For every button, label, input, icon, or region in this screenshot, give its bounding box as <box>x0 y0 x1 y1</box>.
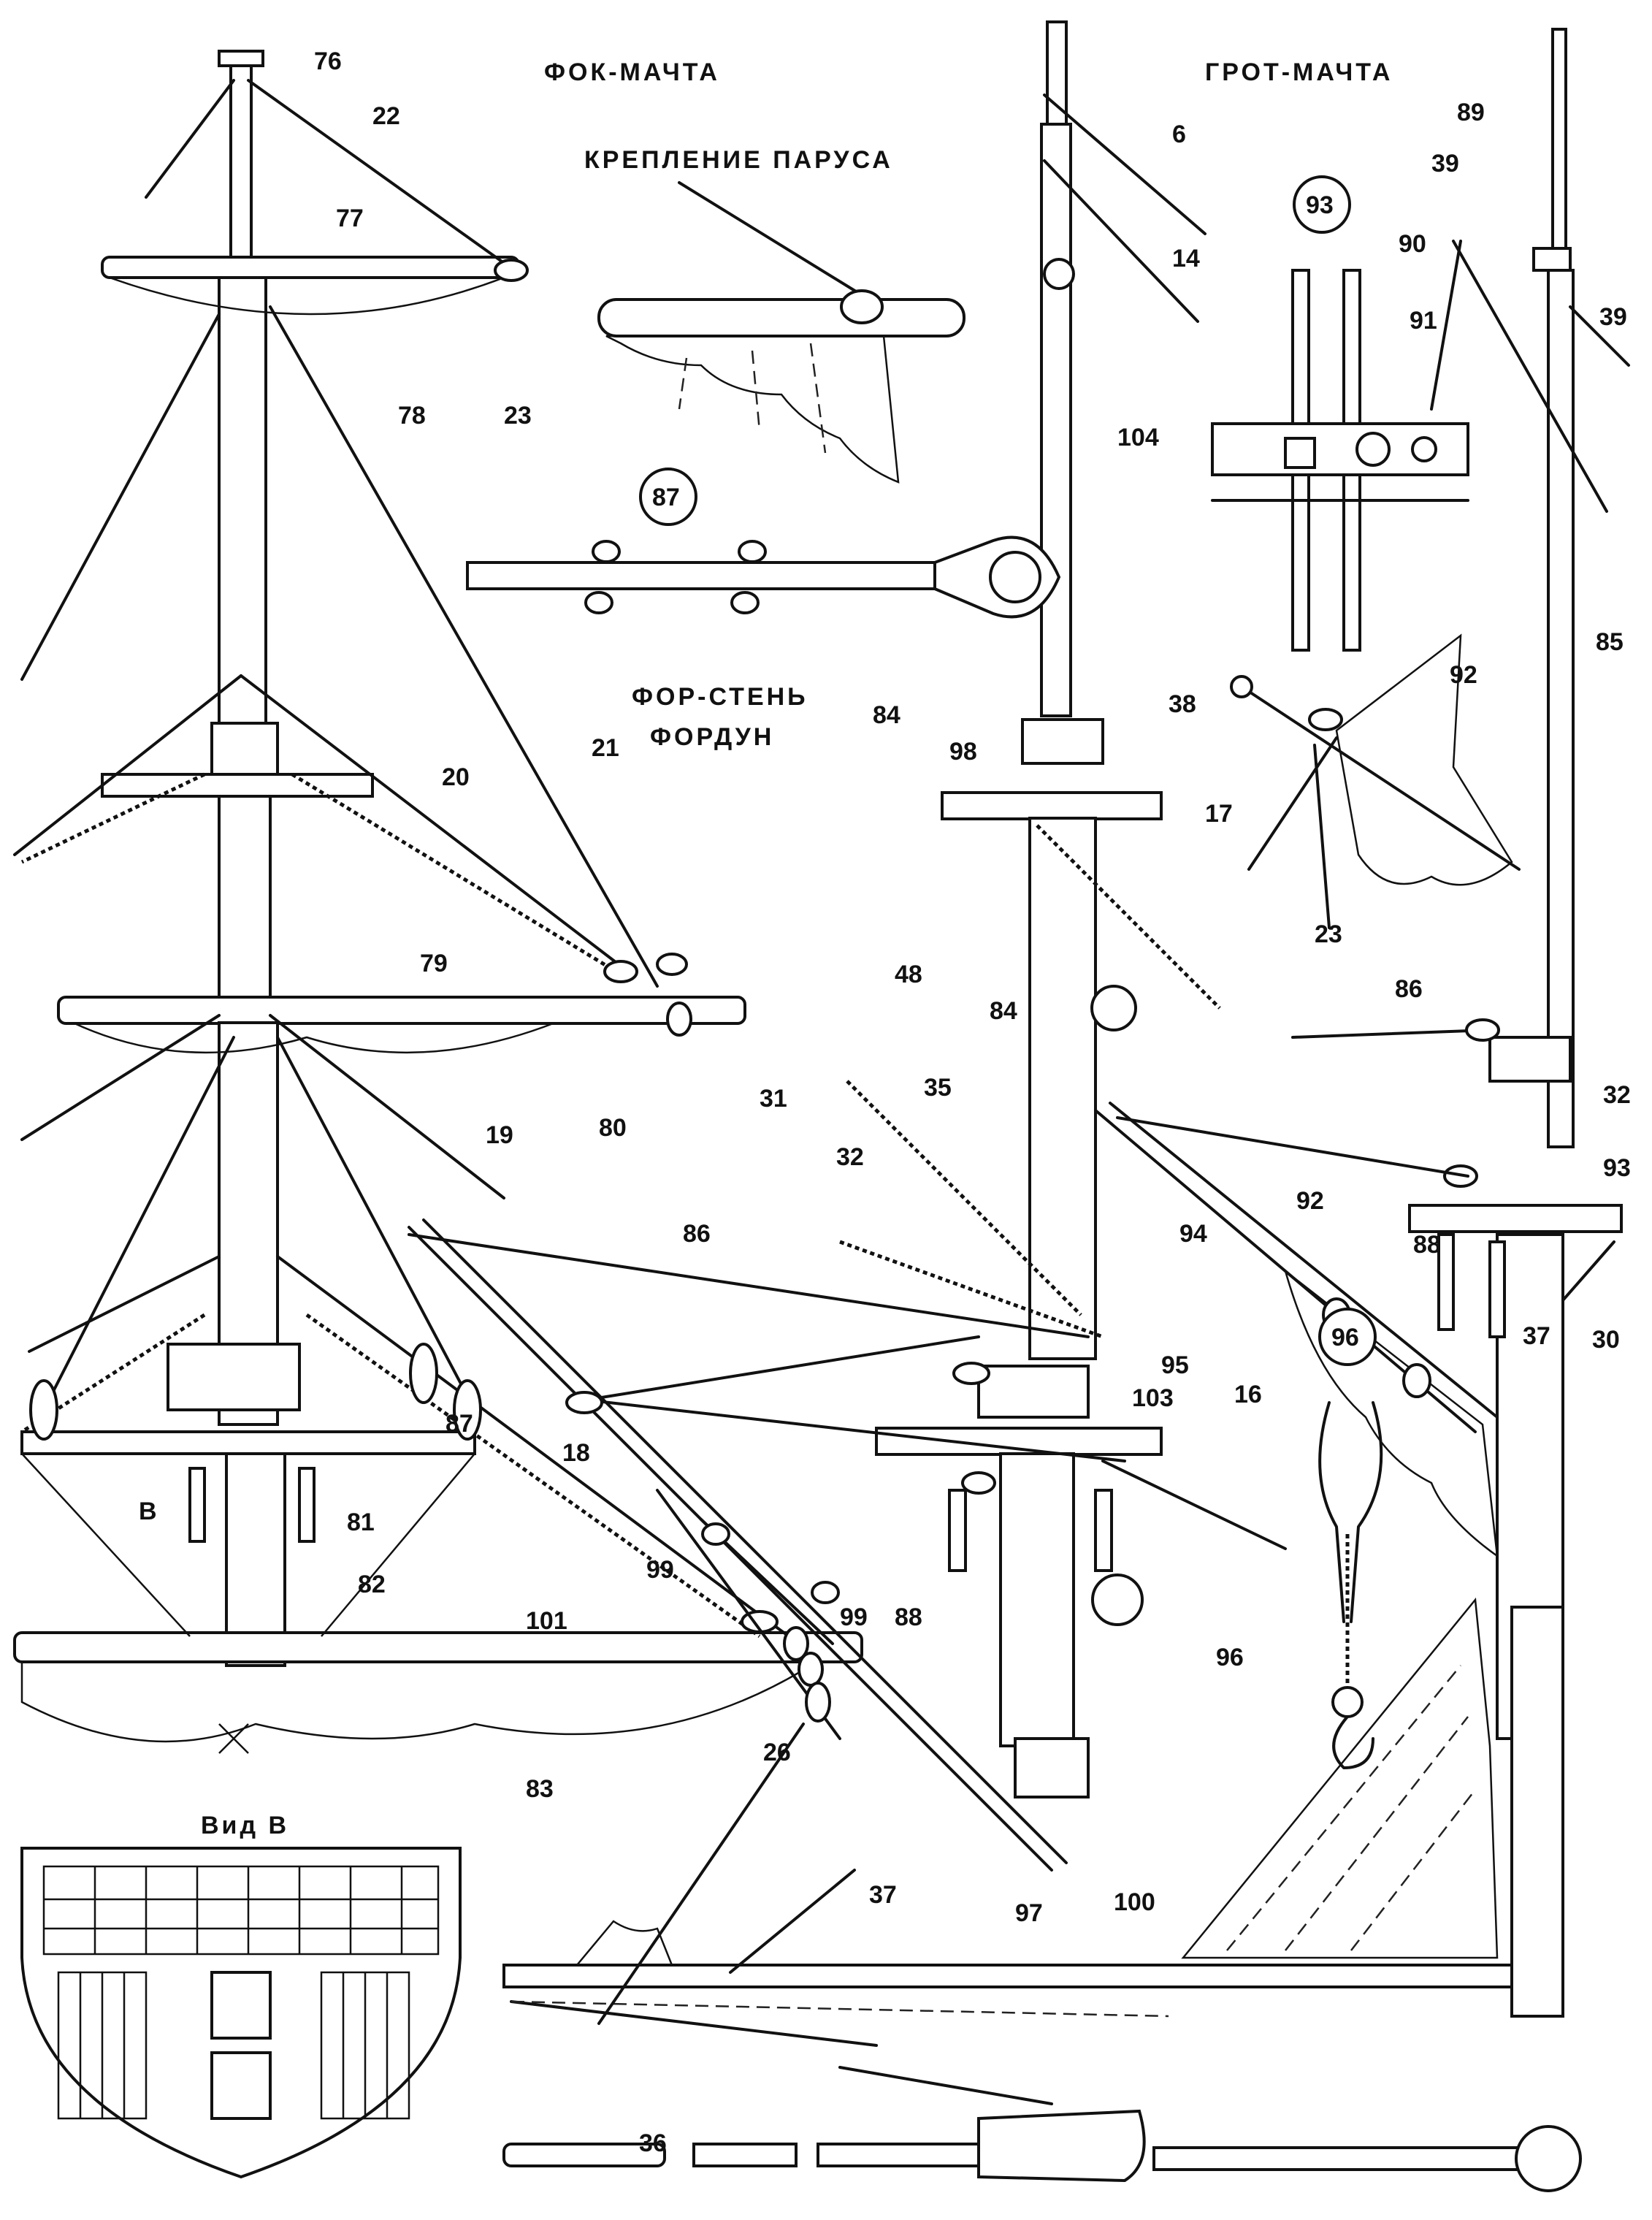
gaff-detail <box>1230 633 1521 929</box>
hook-96-drawing <box>1318 1401 1383 1769</box>
view-b-marker: В <box>139 1498 157 1525</box>
part-label: 23 <box>504 402 532 430</box>
part-label: 79 <box>420 950 448 977</box>
part-label: 81 <box>347 1508 375 1536</box>
detail-96-label: 96 <box>1331 1324 1359 1351</box>
part-label: 30 <box>1592 1326 1620 1354</box>
part-label: 94 <box>1179 1220 1207 1248</box>
part-label: 91 <box>1410 307 1437 335</box>
sail-attachment-title: КРЕПЛЕНИЕ ПАРУСА <box>584 146 893 174</box>
part-label: 31 <box>760 1085 787 1113</box>
part-label: 39 <box>1599 303 1627 331</box>
part-label: 82 <box>358 1571 386 1598</box>
bottom-parts <box>502 2066 1582 2192</box>
fore-mast <box>13 50 863 1754</box>
part-label: 20 <box>442 763 470 791</box>
part-label: 87 <box>445 1410 473 1438</box>
part-label: 78 <box>398 402 426 430</box>
part-label: 17 <box>1205 800 1233 828</box>
detail-87-label: 87 <box>652 484 680 511</box>
detail-93-circle <box>1293 175 1351 234</box>
part-label: 22 <box>372 102 400 130</box>
part-label: 23 <box>1315 920 1342 948</box>
part-label: 77 <box>336 205 364 232</box>
detail-96-circle <box>1318 1308 1377 1366</box>
part-label: 85 <box>1596 628 1624 656</box>
part-label: 26 <box>763 1739 791 1766</box>
detail-87-drawing <box>466 535 1061 619</box>
detail-93-drawing <box>1211 269 1469 652</box>
topmast-backstay-title-2: ФОРДУН <box>650 723 774 751</box>
fore-mast-title: ФОК-МАЧТА <box>544 58 720 86</box>
part-label: 99 <box>840 1603 868 1631</box>
part-label: 88 <box>895 1603 922 1631</box>
part-label: 99 <box>646 1556 674 1584</box>
part-label: 76 <box>314 47 342 75</box>
detail-87-circle <box>639 468 697 526</box>
part-label: 101 <box>526 1607 567 1635</box>
part-label: 97 <box>1015 1899 1043 1927</box>
part-label: 86 <box>683 1220 711 1248</box>
part-label: 89 <box>1457 99 1485 126</box>
part-label: 103 <box>1132 1384 1174 1412</box>
part-label: 83 <box>526 1775 554 1803</box>
part-label: 96 <box>1216 1644 1244 1671</box>
part-label: 18 <box>562 1439 590 1467</box>
part-label: 36 <box>639 2129 667 2157</box>
part-label: 16 <box>1234 1381 1262 1408</box>
part-label: 90 <box>1399 230 1426 258</box>
view-b-title: Вид В <box>201 1812 289 1839</box>
part-label: 14 <box>1172 245 1200 272</box>
part-label: 98 <box>949 738 977 766</box>
part-label: 21 <box>592 734 619 762</box>
part-label: 37 <box>869 1881 897 1909</box>
part-label: 19 <box>486 1121 513 1149</box>
topmast-backstay-title-1: ФОР-СТЕНЬ <box>632 683 808 711</box>
sail-attachment-detail <box>597 181 965 484</box>
main-mast-title: ГРОТ-МАЧТА <box>1205 58 1393 86</box>
part-label: 92 <box>1450 661 1477 689</box>
part-labels: 76 22 77 78 23 20 21 79 80 31 19 81 82 1… <box>314 47 1631 2157</box>
part-label: 88 <box>1413 1231 1441 1259</box>
part-label: 86 <box>1395 975 1423 1003</box>
part-label: 6 <box>1172 121 1186 148</box>
main-mast <box>408 20 1287 1872</box>
part-label: 35 <box>924 1074 952 1102</box>
part-label: 38 <box>1169 690 1196 718</box>
part-label: 84 <box>873 701 900 729</box>
part-label: 80 <box>599 1114 627 1142</box>
part-label: 104 <box>1117 424 1159 451</box>
part-label: 100 <box>1114 1888 1155 1916</box>
part-label: 48 <box>895 961 922 988</box>
part-label: 37 <box>1523 1322 1550 1350</box>
part-label: 93 <box>1603 1154 1631 1182</box>
view-b-drawing <box>20 1847 462 2179</box>
part-label: 32 <box>1603 1081 1631 1109</box>
part-label: 95 <box>1161 1351 1189 1379</box>
part-label: 84 <box>990 997 1017 1025</box>
part-label: 32 <box>836 1143 864 1171</box>
bowsprit <box>502 1597 1564 2047</box>
detail-93-label: 93 <box>1306 191 1334 219</box>
right-mast <box>1094 28 1630 1740</box>
part-label: 92 <box>1296 1187 1324 1215</box>
part-label: 39 <box>1431 150 1459 178</box>
